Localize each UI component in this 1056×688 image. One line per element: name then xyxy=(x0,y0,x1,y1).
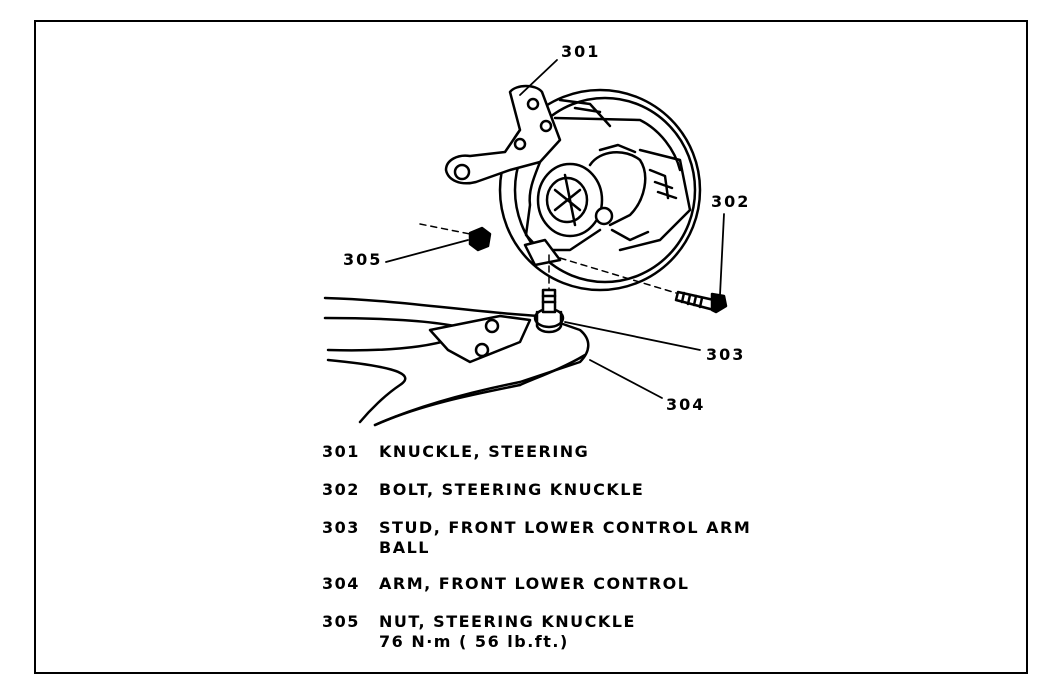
legend-description-continued: BALL xyxy=(379,538,430,557)
installation-path-lines xyxy=(419,223,677,294)
leader-lines xyxy=(385,59,725,399)
legend-row: 305 NUT, STEERING KNUCKLE 76 N·m ( 56 lb… xyxy=(322,612,636,652)
legend-number: 301 xyxy=(322,442,360,461)
hub-rotor-drawing xyxy=(498,88,702,292)
legend-description: KNUCKLE, STEERING xyxy=(379,442,590,461)
figure-frame xyxy=(34,20,1028,674)
bolt-302-drawing xyxy=(674,290,728,314)
knuckle-drawing xyxy=(444,84,650,267)
legend-row: 301 KNUCKLE, STEERING xyxy=(322,442,589,462)
legend-description: NUT, STEERING KNUCKLE xyxy=(379,612,636,631)
legend-row: 304 ARM, FRONT LOWER CONTROL xyxy=(322,574,689,594)
legend-number: 305 xyxy=(322,612,360,631)
callout-303: 303 xyxy=(706,345,746,364)
legend-description: STUD, FRONT LOWER CONTROL ARM xyxy=(379,518,752,537)
legend-description: BOLT, STEERING KNUCKLE xyxy=(379,480,645,499)
torque-spec: 76 N·m ( 56 lb.ft.) xyxy=(379,632,569,651)
legend-number: 304 xyxy=(322,574,360,593)
nut-305-drawing xyxy=(468,226,492,252)
legend-number: 303 xyxy=(322,518,360,537)
legend-row: 303 STUD, FRONT LOWER CONTROL ARM BALL xyxy=(322,518,751,558)
legend-number: 302 xyxy=(322,480,360,499)
lower-control-arm-drawing xyxy=(323,296,590,427)
ball-stud-drawing xyxy=(533,288,565,334)
callout-305: 305 xyxy=(343,250,383,269)
legend-description: ARM, FRONT LOWER CONTROL xyxy=(379,574,690,593)
callout-302: 302 xyxy=(711,192,751,211)
callout-304: 304 xyxy=(666,395,706,414)
callout-301: 301 xyxy=(561,42,601,61)
legend-row: 302 BOLT, STEERING KNUCKLE xyxy=(322,480,644,500)
